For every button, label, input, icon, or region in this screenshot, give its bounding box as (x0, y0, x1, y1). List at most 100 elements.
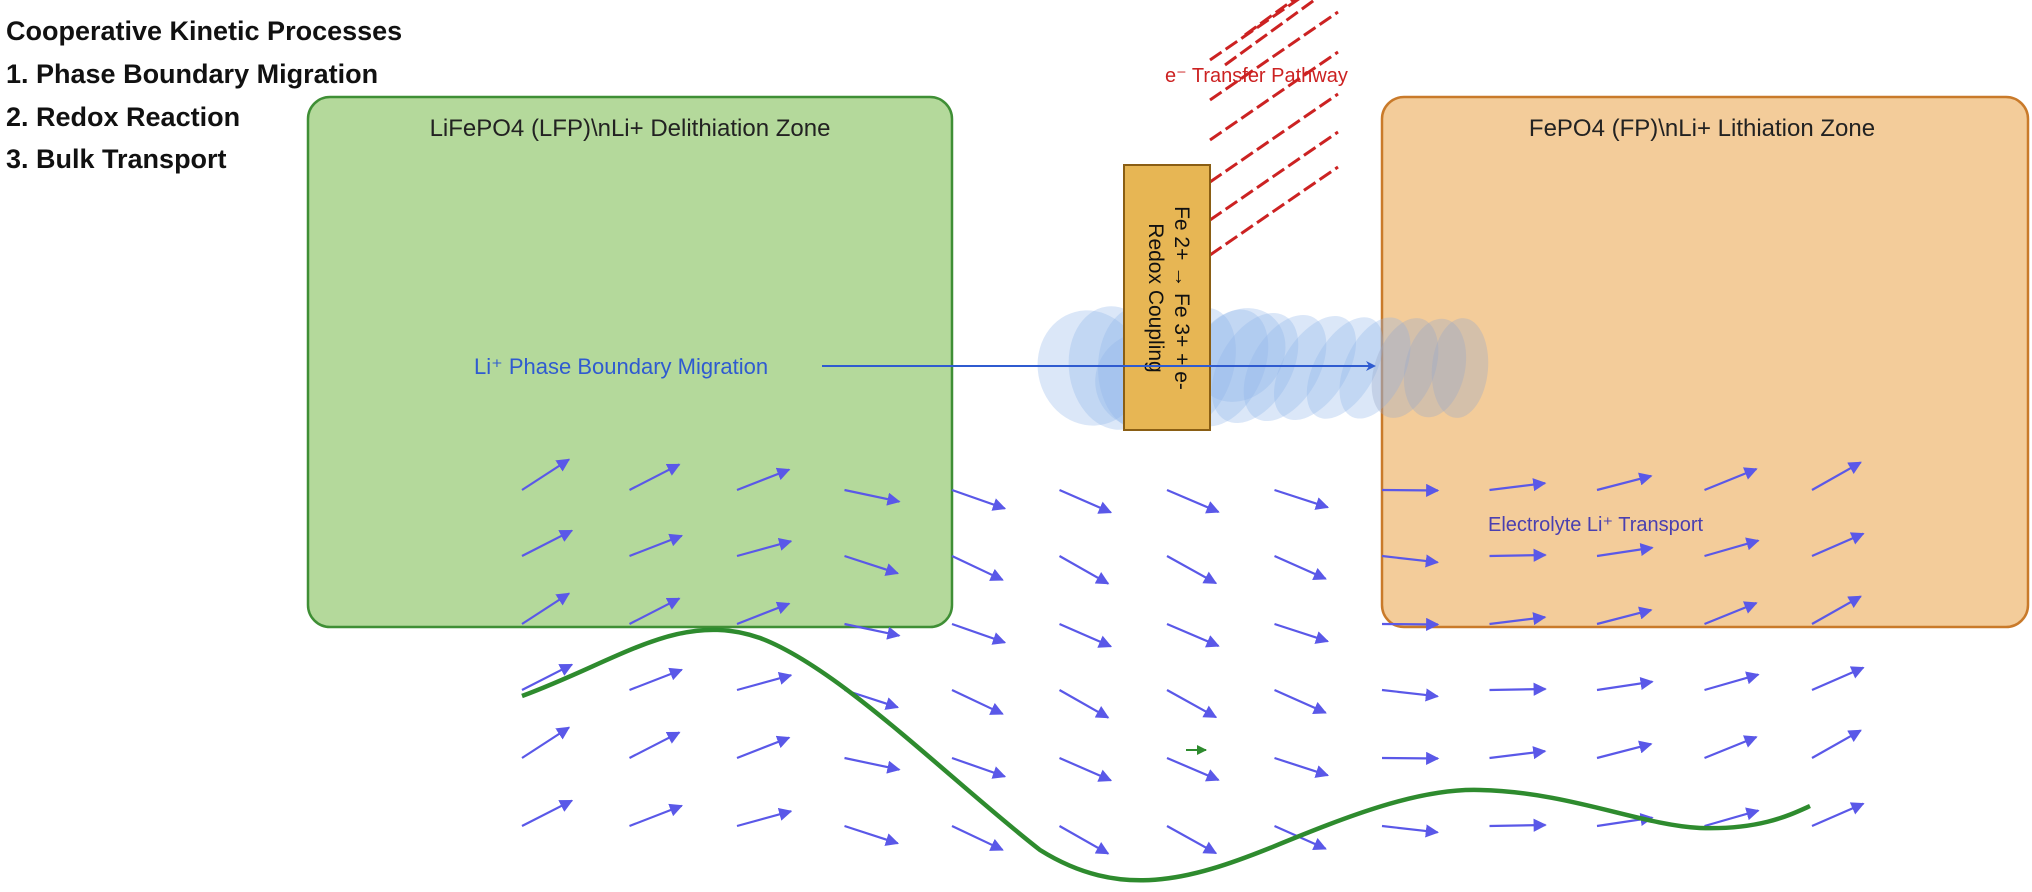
flow-arrow (628, 597, 681, 625)
flow-arrow (1704, 735, 1758, 760)
boundary-ellipse (1211, 313, 1299, 423)
flow-arrow (844, 488, 901, 506)
legend-item-phase-boundary: 1. Phase Boundary Migration (6, 59, 378, 89)
flow-arrow (1166, 689, 1218, 719)
flow-arrow (844, 622, 901, 640)
flow-arrow (1596, 606, 1653, 626)
fp-zone-box (1380, 95, 2030, 629)
flow-arrow (844, 756, 901, 774)
redox-equation: Fe 2+ → Fe 3+ + e- (1170, 206, 1193, 390)
flow-arrow (951, 689, 1004, 715)
electron-transfer-lines (1209, 0, 1339, 257)
flow-arrow (521, 592, 571, 625)
flow-arrow (1704, 671, 1760, 692)
flow-arrow (1274, 488, 1330, 510)
flow-arrow (1274, 554, 1327, 580)
flow-arrow (1489, 548, 1547, 562)
flow-arrow (1811, 461, 1862, 491)
flow-arrow (1811, 532, 1865, 558)
flow-arrow (1596, 542, 1654, 558)
boundary-ellipse (1403, 318, 1467, 418)
redox-coupling-label: Redox Coupling (1144, 223, 1167, 372)
flow-arrow (951, 488, 1007, 511)
flow-arrow (1489, 682, 1547, 696)
flow-arrow (844, 824, 900, 846)
flow-arrow (1489, 478, 1547, 492)
flow-arrow (1489, 612, 1547, 626)
flow-arrow (951, 555, 1004, 581)
flow-arrow (1058, 825, 1110, 855)
flow-arrow (736, 537, 793, 558)
flow-arrow (521, 726, 571, 759)
flow-arrow (951, 825, 1004, 851)
flow-arrow (736, 601, 791, 626)
flow-arrow (1274, 756, 1330, 778)
flow-arrow (736, 671, 793, 692)
flow-arrow (1811, 666, 1865, 692)
electron-dash-line (1209, 0, 1300, 62)
electron-dash-line (1209, 50, 1339, 142)
flow-arrow (1704, 807, 1760, 828)
flow-arrow (1596, 676, 1654, 692)
electrolyte-flow-field (521, 458, 1865, 855)
electrolyte-transport-label: Electrolyte Li⁺ Transport (1488, 514, 1704, 536)
boundary-ellipse (1037, 310, 1143, 426)
boundary-ellipse (1431, 318, 1489, 418)
flow-arrow (1381, 824, 1439, 838)
flow-arrow (1596, 472, 1653, 492)
flow-arrow (1274, 622, 1330, 644)
flow-arrow (1811, 595, 1862, 625)
boundary-ellipse (1371, 318, 1439, 418)
flow-arrow (1166, 756, 1220, 782)
legend-item-redox: 2. Redox Reaction (6, 102, 240, 132)
flow-arrow (951, 756, 1007, 779)
legend-title: Cooperative Kinetic Processes (6, 16, 402, 46)
flow-arrow (521, 458, 571, 491)
flow-arrow (628, 731, 681, 759)
flow-arrow (1058, 555, 1110, 585)
flow-arrow (521, 529, 574, 557)
lfp-zone-label: LiFePO4 (LFP)\nLi+ Delithiation Zone (430, 115, 831, 142)
flow-arrow (1274, 688, 1327, 714)
electron-dash-line (1209, 165, 1339, 257)
flow-arrow (1811, 729, 1862, 759)
flow-arrow (1166, 555, 1218, 585)
flow-arrow (1166, 825, 1218, 855)
boundary-ellipse (1243, 314, 1327, 422)
flow-arrow (629, 803, 683, 828)
flow-arrow (521, 799, 574, 827)
flow-arrow (736, 807, 793, 828)
flow-arrow (521, 663, 574, 691)
legend-item-bulk: 3. Bulk Transport (6, 144, 227, 174)
flow-arrow (1059, 488, 1113, 514)
flow-arrow (1596, 740, 1653, 760)
phase-boundary-label: Li⁺ Phase Boundary Migration (474, 354, 768, 379)
flow-arrow (736, 467, 791, 492)
electron-dash-line (1244, 0, 1296, 37)
concentration-wave (521, 627, 1811, 883)
electron-dash-line (1209, 10, 1339, 102)
flow-arrow (951, 622, 1007, 645)
flow-arrow (736, 735, 791, 760)
redox-box (1123, 164, 1211, 431)
flow-arrow (1489, 746, 1547, 760)
flow-arrow (1166, 622, 1220, 648)
electron-dash-line (1209, 92, 1339, 184)
flow-arrow (1704, 537, 1760, 558)
flow-arrow (1059, 622, 1113, 648)
flow-arrow (844, 554, 900, 576)
flow-arrow (1489, 818, 1547, 832)
flow-arrow (1381, 688, 1439, 702)
flow-arrow (1704, 467, 1758, 492)
electron-dash-line (1209, 130, 1339, 222)
flow-arrow (1166, 488, 1220, 514)
fp-zone-label: FePO4 (FP)\nLi+ Lithiation Zone (1529, 115, 1875, 142)
electron-dash-line (1224, 0, 1317, 67)
boundary-ellipse (1273, 315, 1357, 421)
flow-arrow (629, 667, 683, 692)
flow-arrow (1381, 554, 1439, 568)
boundary-ellipse (1306, 317, 1384, 419)
flow-arrow (628, 463, 681, 491)
flow-arrow (1704, 601, 1758, 626)
